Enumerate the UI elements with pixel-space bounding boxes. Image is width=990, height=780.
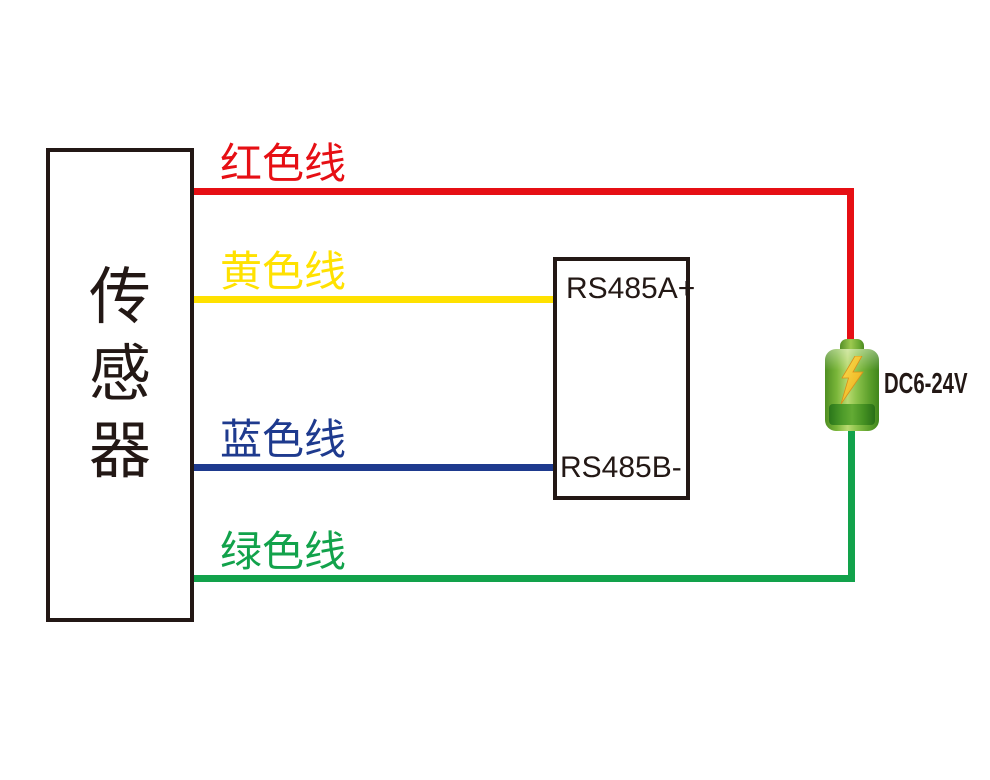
- sensor-box: 传 感 器: [46, 148, 194, 622]
- yellow-wire-label: 黄色线: [220, 247, 347, 296]
- power-voltage-label: DC6-24V: [884, 368, 968, 400]
- sensor-label-char: 传: [88, 259, 151, 333]
- rs485-b-minus-terminal-label: RS485B-: [560, 451, 682, 484]
- sensor-label-char: 感: [88, 336, 151, 410]
- rs485-a-plus-terminal-label: RS485A+: [566, 272, 696, 305]
- blue-wire-label: 蓝色线: [220, 415, 347, 464]
- green-wire-label: 绿色线: [220, 527, 347, 576]
- green-wire-horizontal: [194, 575, 855, 582]
- battery-lightning-icon: [825, 349, 879, 431]
- blue-wire-horizontal: [194, 464, 555, 471]
- red-wire-horizontal: [194, 188, 854, 195]
- sensor-label: 传 感 器: [89, 258, 151, 489]
- red-wire-vertical: [847, 188, 854, 341]
- green-wire-vertical: [848, 430, 855, 582]
- battery-bottom-band: [829, 404, 875, 425]
- rs485-terminal-box: RS485A+ RS485B-: [553, 257, 695, 500]
- sensor-label-char: 器: [88, 413, 151, 487]
- yellow-wire-horizontal: [194, 296, 555, 303]
- lightning-bolt-icon: [840, 356, 864, 404]
- red-wire-label: 红色线: [220, 139, 347, 188]
